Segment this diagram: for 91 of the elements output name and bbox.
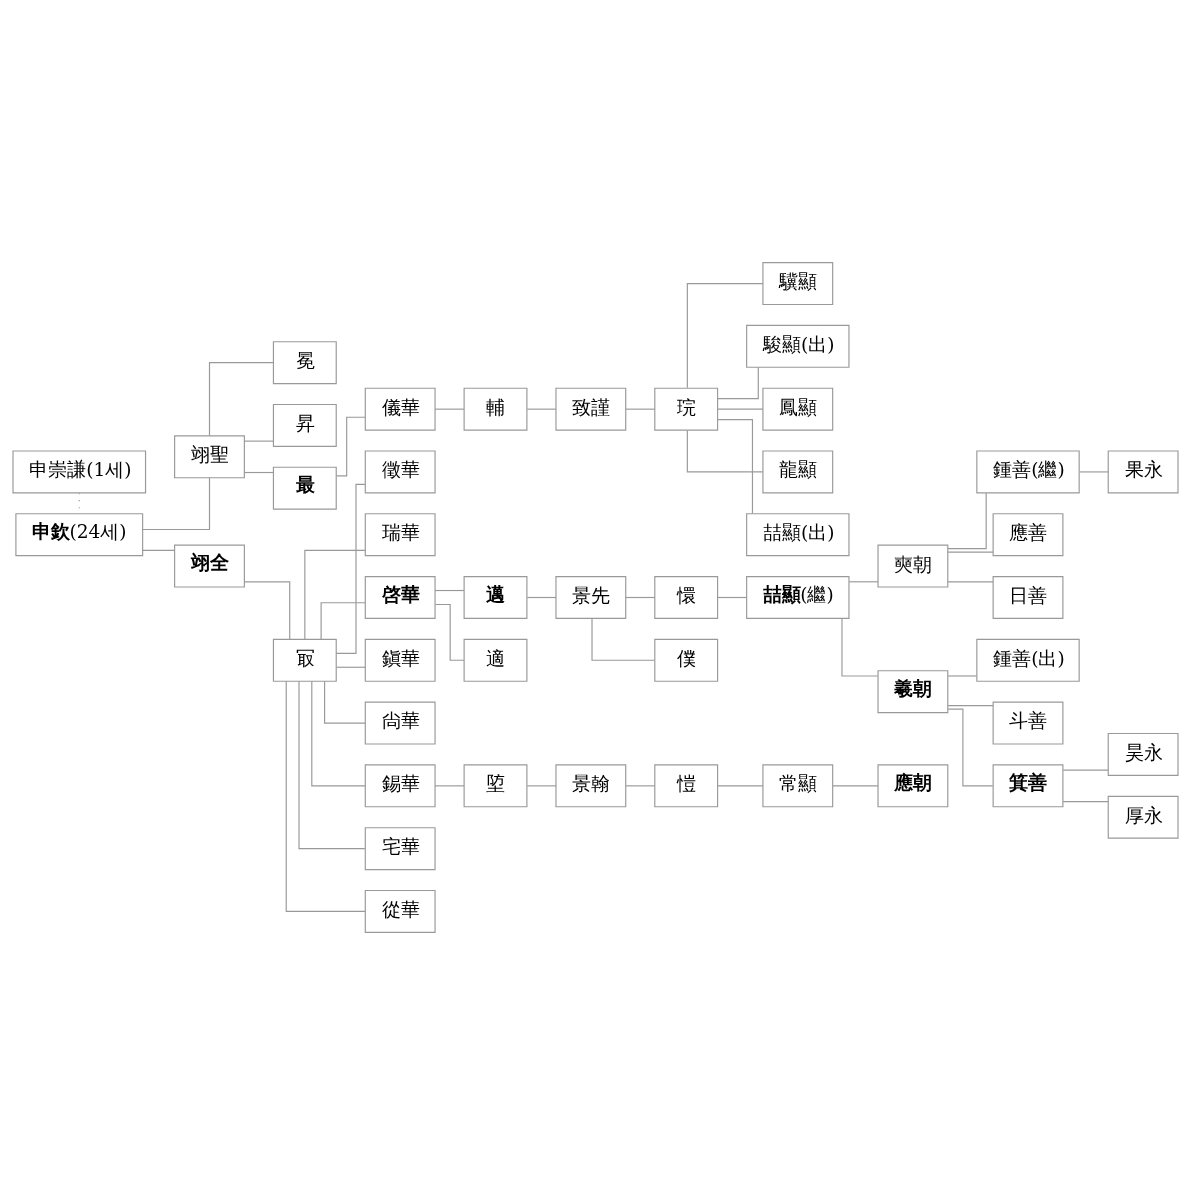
connector: [142, 549, 175, 551]
node-box: 埅: [463, 763, 528, 807]
node-box: 翊全: [174, 544, 245, 588]
node-box: 駿顯(出): [746, 324, 850, 368]
connector: [717, 596, 747, 598]
connector: [947, 708, 994, 786]
node-box: 愷: [654, 763, 719, 807]
node-box: 瑞華: [364, 512, 436, 556]
connector: [285, 680, 366, 912]
connector: [243, 440, 274, 442]
connector: [947, 580, 994, 582]
node-box: 邁: [463, 575, 528, 619]
node-box: 尙華: [364, 701, 436, 745]
connector: [434, 408, 465, 410]
node-box: 致謹: [555, 387, 627, 431]
node-box: 申崇謙(1세): [12, 449, 147, 493]
connector: [625, 596, 656, 598]
node-box: 龍顯: [762, 449, 834, 493]
node-box: 琓: [654, 387, 719, 431]
node-box: 喆顯(出): [746, 512, 850, 556]
connector: [947, 704, 994, 706]
node-box: 宅華: [364, 826, 436, 870]
connector: [208, 361, 274, 436]
node-box: 厚永: [1107, 795, 1179, 839]
node-box: 鎭華: [364, 638, 436, 682]
connector: [320, 601, 366, 640]
node-box: 申欽(24세): [15, 512, 144, 556]
connector: [324, 680, 366, 724]
node-box: 輔: [463, 387, 528, 431]
node-box: 冣: [272, 638, 337, 682]
node-box: 最: [272, 466, 337, 510]
connector: [841, 617, 879, 677]
node-box: 僕: [654, 638, 719, 682]
connector: [336, 416, 366, 476]
connector: [686, 282, 764, 388]
connector: [591, 617, 655, 661]
node-box: 果永: [1107, 449, 1179, 493]
node-box: 從華: [364, 889, 436, 933]
node-box: 日善: [992, 575, 1064, 619]
connector: [686, 429, 764, 472]
node-box: 昊永: [1107, 732, 1179, 776]
connector: [298, 680, 366, 849]
connector: [336, 666, 366, 668]
connector: [625, 408, 656, 410]
connector: [1062, 800, 1109, 802]
node-box: 景翰: [555, 763, 627, 807]
node-box: 箕善: [992, 763, 1064, 807]
node-box: 啓華: [364, 575, 436, 619]
connector: [717, 418, 754, 514]
node-box: 羲朝: [877, 669, 949, 713]
connector: [717, 408, 764, 410]
node-box: 翊聖: [174, 434, 245, 478]
node-box: 景先: [555, 575, 627, 619]
connector: [526, 408, 557, 410]
node-box: 徵華: [364, 449, 436, 493]
node-box: 錫華: [364, 763, 436, 807]
connector: [243, 471, 274, 473]
connector: [947, 491, 987, 549]
connector: [1062, 769, 1109, 771]
connector: [434, 784, 465, 786]
node-box: 冕: [272, 340, 337, 384]
node-box: 奭朝: [877, 544, 949, 588]
connector: [304, 549, 366, 640]
connector: [625, 784, 656, 786]
node-box: 懁: [654, 575, 719, 619]
connector: [243, 580, 291, 640]
connector: [947, 674, 978, 677]
node-box: 應善: [992, 512, 1064, 556]
node-box: 鳳顯: [762, 387, 834, 431]
connector: [526, 784, 557, 786]
node-box: 適: [463, 638, 528, 682]
connector: [717, 784, 764, 786]
node-box: 儀華: [364, 387, 436, 431]
connector: [717, 366, 759, 399]
connector: [832, 784, 879, 786]
connector: [311, 680, 366, 786]
connector: [335, 483, 366, 654]
node-box: 斗善: [992, 701, 1064, 745]
node-box: 鍾善(繼): [976, 449, 1080, 493]
connector: [526, 596, 557, 598]
connector: [142, 476, 211, 530]
connector: [947, 551, 994, 553]
connector: [1078, 470, 1109, 472]
connector: [434, 589, 465, 591]
node-box: 驥顯: [762, 261, 834, 305]
connector: [848, 580, 879, 582]
node-box: 鍾善(出): [976, 638, 1080, 682]
node-box: 喆顯(繼): [746, 575, 850, 619]
node-box: 昇: [272, 403, 337, 447]
node-box: 應朝: [877, 763, 949, 807]
node-box: 常顯: [762, 763, 834, 807]
